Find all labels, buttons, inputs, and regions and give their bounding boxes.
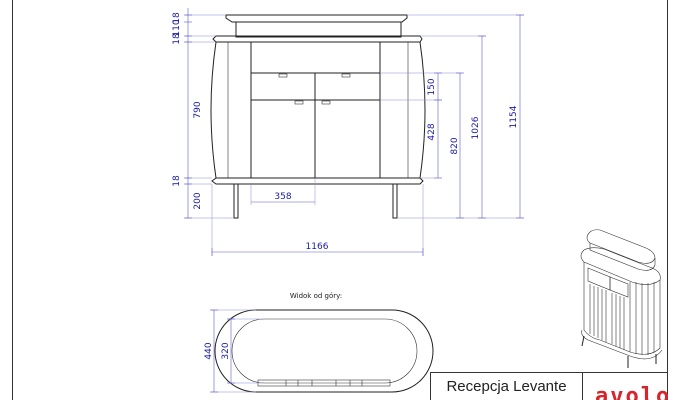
dim-front-1154: 1154 xyxy=(509,105,519,128)
cabinet-body xyxy=(210,41,426,179)
dim-front-bottom-18: 18 xyxy=(172,175,182,187)
dim-front-second-18: 18 xyxy=(172,33,182,45)
dim-front-110: 110 xyxy=(172,19,182,36)
top-dimension-lines xyxy=(210,309,262,393)
iso-leg-1 xyxy=(581,335,585,347)
front-dimension-labels: 18 110 18 790 18 200 358 1166 150 428 82… xyxy=(172,12,519,252)
dim-front-1026: 1026 xyxy=(471,116,481,139)
front-dimension-lines xyxy=(184,8,524,256)
upper-block xyxy=(235,21,402,38)
dim-top-320: 320 xyxy=(221,342,231,359)
iso-upper-top xyxy=(586,229,656,264)
front-view xyxy=(210,14,426,219)
drawing-frame xyxy=(12,0,668,400)
iso-drawer-right xyxy=(609,276,629,298)
logo-block: avolo xyxy=(582,372,668,400)
door-left xyxy=(250,99,316,179)
leg-left xyxy=(233,183,239,219)
iso-body xyxy=(583,262,661,355)
door-left-handle xyxy=(294,100,304,105)
dim-front-top-18: 18 xyxy=(172,12,182,24)
door-right-handle xyxy=(321,100,331,105)
door-right xyxy=(314,99,381,179)
top-view-outer xyxy=(214,309,434,393)
dim-front-820: 820 xyxy=(450,137,460,154)
dim-front-428: 428 xyxy=(427,123,437,140)
drawing-title: Recepcja Levante xyxy=(446,378,567,395)
dim-front-790: 790 xyxy=(193,101,203,118)
dim-top-440: 440 xyxy=(204,342,214,359)
brand-logo: avolo xyxy=(595,384,668,400)
dim-front-200: 200 xyxy=(193,192,203,209)
iso-main-top xyxy=(580,247,661,285)
drawer-right-handle xyxy=(341,73,351,78)
base-plinth xyxy=(211,177,424,185)
dim-front-358: 358 xyxy=(274,192,291,202)
isometric-view xyxy=(580,229,663,368)
top-view-label: Widok od góry: xyxy=(290,292,342,300)
leg-right xyxy=(392,183,398,219)
title-block: Recepcja Levante xyxy=(430,372,582,400)
dim-front-1166: 1166 xyxy=(306,242,329,252)
drawer-left-handle xyxy=(278,73,288,78)
upper-counter xyxy=(225,14,408,23)
top-view-inner xyxy=(231,318,418,384)
top-view xyxy=(214,309,434,393)
dim-front-150: 150 xyxy=(427,78,437,95)
